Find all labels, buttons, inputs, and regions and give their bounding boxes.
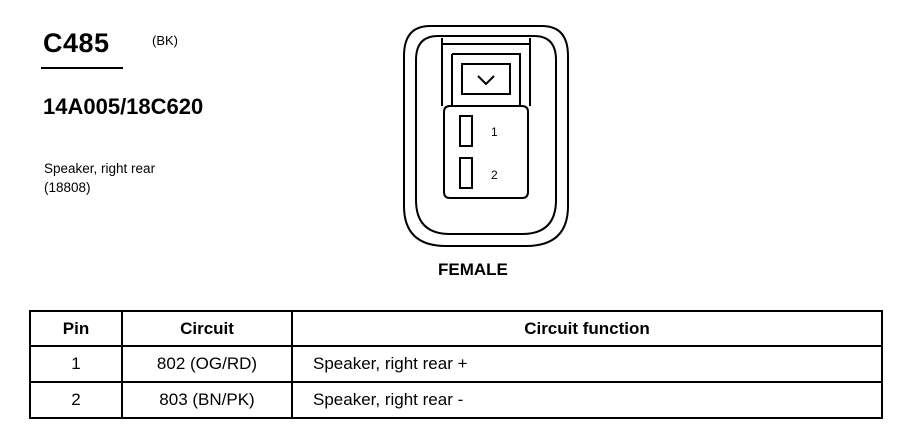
header-circuit: Circuit <box>121 310 293 347</box>
connector-description: Speaker, right rear (18808) <box>44 159 155 197</box>
latch-frame <box>441 38 531 106</box>
function-cell: Speaker, right rear + <box>291 345 883 383</box>
description-code: (18808) <box>44 180 91 195</box>
description-text: Speaker, right rear <box>44 161 156 176</box>
table-row: 2 803 (BN/PK) Speaker, right rear - <box>29 381 883 419</box>
connector-color-code: (BK) <box>152 33 178 48</box>
latch-tab <box>461 63 511 95</box>
latch-inner <box>451 53 521 106</box>
pin-cell: 2 <box>29 381 123 419</box>
connector-face-drawing: 1 2 <box>403 25 569 247</box>
terminal-1 <box>459 115 473 147</box>
latch-notch <box>477 75 495 86</box>
connector-outer-shell <box>403 25 569 247</box>
function-cell: Speaker, right rear - <box>291 381 883 419</box>
circuit-cell: 803 (BN/PK) <box>121 381 293 419</box>
pin-cell: 1 <box>29 345 123 383</box>
pinout-table: Pin Circuit Circuit function 1 802 (OG/R… <box>29 310 883 419</box>
table-row: 1 802 (OG/RD) Speaker, right rear + <box>29 345 883 383</box>
table-header-row: Pin Circuit Circuit function <box>29 310 883 347</box>
header-function: Circuit function <box>291 310 883 347</box>
circuit-cell: 802 (OG/RD) <box>121 345 293 383</box>
part-number: 14A005/18C620 <box>43 94 204 119</box>
connector-inner-shell <box>415 35 557 235</box>
terminal-2 <box>459 157 473 189</box>
pin-label-2: 2 <box>491 168 498 182</box>
connector-id-underline <box>41 67 123 69</box>
header-pin: Pin <box>29 310 123 347</box>
connector-id: C485 <box>43 28 110 58</box>
pin-label-1: 1 <box>491 125 498 139</box>
connector-gender-label: FEMALE <box>438 260 508 279</box>
terminal-block <box>443 105 529 199</box>
